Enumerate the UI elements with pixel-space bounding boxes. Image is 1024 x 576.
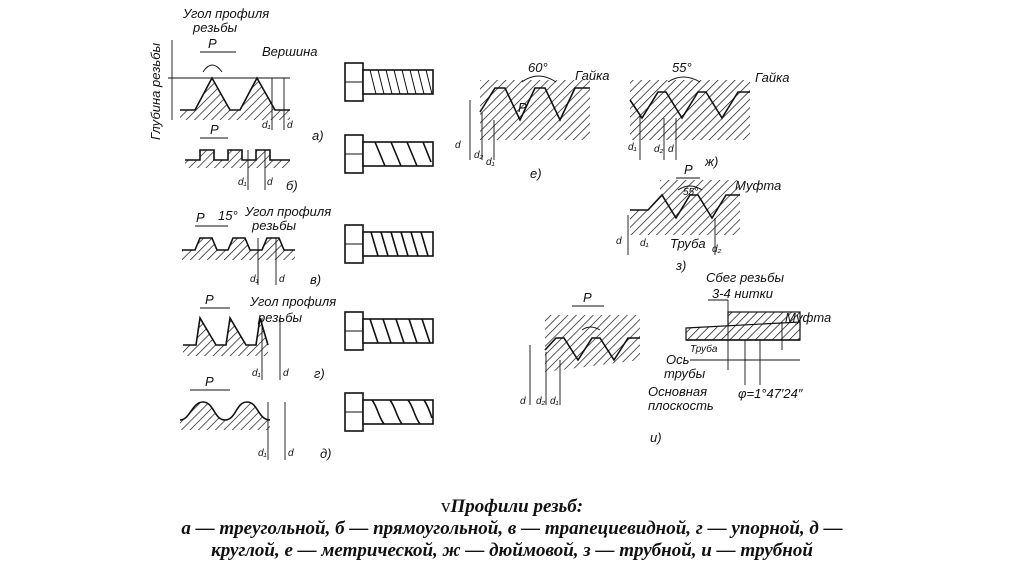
z-d1-label: d₁	[640, 238, 649, 249]
z-d-label: d	[616, 236, 622, 247]
z-pitch-label: P	[684, 162, 693, 177]
thread-profiles-figure: Угол профиля резьбы Вершина Глубина резь…	[148, 6, 831, 461]
a-d1-label: d₁	[262, 120, 271, 131]
z-letter: з)	[675, 258, 686, 273]
caption-title: Профили резьб:	[450, 496, 584, 517]
z-angle-label: 55°	[683, 187, 698, 198]
caption-title-line: vПрофили резьб:	[0, 496, 1024, 518]
caption-line-2: круглой, е — метрической, ж — дюймовой, …	[211, 540, 813, 561]
d-letter: д)	[320, 446, 332, 461]
zh-angle-label: 55°	[672, 60, 692, 75]
i-axis-label-2: трубы	[664, 366, 706, 381]
bolt-g	[344, 311, 434, 351]
v-d-label: d	[279, 274, 285, 285]
profile-z-pipe: P 55° Муфта Труба d d₁ d₂ з)	[616, 162, 781, 273]
b-pitch-label: P	[210, 122, 219, 137]
b-d1-label: d₁	[238, 177, 247, 188]
g-pitch-label: P	[205, 292, 214, 307]
e-d2-label: d₂	[474, 150, 484, 161]
d-pitch-label: P	[205, 374, 214, 389]
b-letter: б)	[286, 178, 298, 193]
e-pitch-label: P	[518, 100, 527, 115]
e-angle-label: 60°	[528, 60, 548, 75]
i-threads-label: 3-4 нитки	[712, 286, 773, 301]
i-d-label: d	[520, 396, 526, 407]
caption-line-1: а — треугольной, б — прямоугольной, в — …	[181, 518, 843, 539]
e-d1-label: d₁	[486, 157, 495, 168]
bolt-a	[344, 62, 434, 102]
g-letter: г)	[314, 366, 325, 381]
i-base-label: Основная	[648, 384, 707, 399]
v-profile-angle-label-2: резьбы	[251, 218, 297, 233]
b-d-label: d	[267, 177, 273, 188]
i-runout-label: Сбег резьбы	[706, 270, 784, 285]
i-d1-label: d₁	[550, 396, 559, 407]
g-profile-angle-label: Угол профиля	[249, 294, 336, 309]
i-phi-label: φ=1°47′24″	[738, 386, 803, 401]
profile-g-buttress: P Угол профиля резьбы d₁ d г)	[183, 292, 336, 381]
g-d-label: d	[283, 368, 289, 379]
profile-i-pipe-right: Сбег резьбы 3-4 нитки Муфта Труба Ось тр…	[648, 270, 831, 445]
profile-e-metric: 60° Гайка P d d₂ d₁ е)	[455, 60, 609, 181]
i-letter: и)	[650, 430, 662, 445]
profile-zh-inch: 55° Гайка d₁ d₂ d ж)	[628, 60, 789, 169]
zh-nut-label: Гайка	[755, 70, 789, 85]
i-pitch-label: P	[583, 290, 592, 305]
bolt-d	[344, 392, 434, 432]
i-coupling-label: Муфта	[785, 310, 831, 325]
bolt-b	[344, 134, 434, 174]
i-d2-label: d₂	[536, 396, 546, 407]
bolt-v	[344, 224, 434, 264]
e-nut-label: Гайка	[575, 68, 609, 83]
caption-mark: v	[440, 496, 451, 517]
v-d1-label: d₁	[250, 274, 259, 285]
z-pipe-label: Труба	[670, 236, 706, 251]
zh-letter: ж)	[704, 154, 718, 169]
a-profile-angle-label: Угол профиля	[182, 6, 269, 21]
a-pitch-label: P	[208, 36, 217, 51]
a-d-label: d	[287, 120, 293, 131]
a-profile-angle-label-2: резьбы	[192, 20, 238, 35]
z-coupling-label: Муфта	[735, 178, 781, 193]
zh-d2-label: d₂	[654, 144, 664, 155]
profile-v-trapezoidal: P 15° Угол профиля резьбы d₁ d в)	[182, 204, 331, 287]
profile-a-triangular: Угол профиля резьбы Вершина Глубина резь…	[148, 6, 324, 143]
d-d1-label: d₁	[258, 448, 267, 459]
a-depth-label: Глубина резьбы	[148, 42, 163, 140]
v-profile-angle-label: Угол профиля	[244, 204, 331, 219]
profile-i-pipe-left: P d d₂ d₁	[520, 290, 640, 407]
v-angle-label: 15°	[218, 208, 238, 223]
zh-d-label: d	[668, 144, 674, 155]
profile-b-rectangular: P d₁ d б)	[185, 122, 298, 193]
zh-d1-label: d₁	[628, 142, 637, 153]
profile-d-round: P d₁ d д)	[179, 374, 332, 461]
a-crest-label: Вершина	[262, 44, 318, 59]
e-d-label: d	[455, 140, 461, 151]
a-letter: а)	[312, 128, 324, 143]
i-axis-label: Ось	[666, 352, 690, 367]
z-d2-label: d₂	[712, 244, 722, 255]
figure-caption: vПрофили резьб: а — треугольной, б — пря…	[0, 496, 1024, 562]
v-pitch-label: P	[196, 210, 205, 225]
d-d-label: d	[288, 448, 294, 459]
g-d1-label: d₁	[252, 368, 261, 379]
g-profile-angle-label-2: резьбы	[257, 310, 303, 325]
v-letter: в)	[310, 272, 321, 287]
i-base-label-2: плоскость	[648, 398, 714, 413]
i-pipe-label: Труба	[690, 343, 718, 355]
e-letter: е)	[530, 166, 542, 181]
